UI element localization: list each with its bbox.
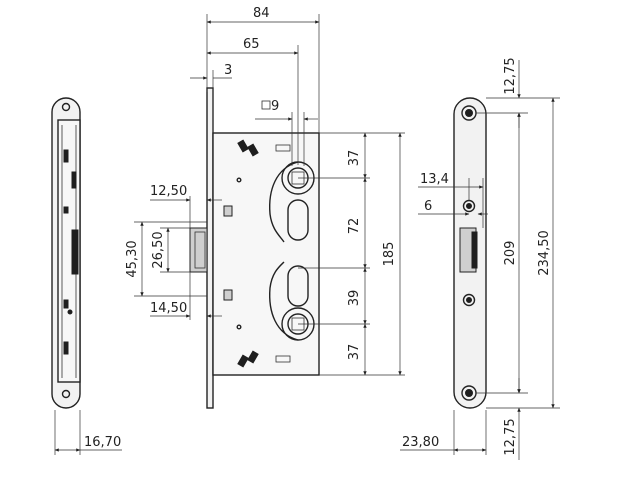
lower-keyhole [287, 265, 309, 307]
label-209: 209 [503, 241, 518, 266]
dim-12-50: 12,50 [150, 184, 222, 228]
dim-26-50: 26,50 [151, 227, 190, 273]
dim-vertical-right: 12,75 209 234,50 12,75 [476, 57, 560, 460]
label-13-4: 13,4 [420, 172, 449, 187]
square-symbol-icon [261, 100, 271, 110]
dim-65: 65 [206, 37, 299, 165]
label-14-50: 14,50 [150, 301, 187, 316]
front-faceplate [206, 87, 214, 409]
dim-13-4: 13,4 [418, 172, 484, 228]
label-12-75-top: 12,75 [503, 57, 518, 94]
label-6: 6 [424, 199, 432, 214]
label-45-30: 45,30 [125, 240, 140, 277]
label-234-50: 234,50 [537, 230, 552, 276]
side-screw-top [61, 102, 71, 112]
dim-14-50: 14,50 [150, 272, 222, 320]
center-lock-view [189, 87, 320, 409]
label-185: 185 [382, 242, 397, 267]
lock-case [212, 132, 320, 376]
label-12-50: 12,50 [150, 184, 187, 199]
latch-bolt [189, 227, 208, 273]
lock-hole-top [462, 199, 476, 213]
dim-3: 3 [190, 63, 232, 133]
left-side-view [51, 97, 81, 409]
label-3: 3 [224, 63, 232, 78]
side-screw-bottom [61, 389, 71, 399]
label-84: 84 [253, 6, 270, 21]
label-9: 9 [271, 99, 279, 114]
dim-45-30: 45,30 [125, 221, 207, 297]
label-37-top: 37 [347, 150, 362, 167]
label-65: 65 [243, 37, 260, 52]
label-72: 72 [347, 218, 362, 235]
dim-column-right: 37 72 39 37 185 [298, 132, 405, 376]
lower-cam [269, 261, 299, 341]
dim-23-80: 23,80 [400, 410, 487, 455]
dim-9: 9 [255, 99, 318, 166]
dim-16-70: 16,70 [54, 410, 122, 455]
label-26-50: 26,50 [151, 231, 166, 268]
dim-6: 6 [418, 199, 488, 216]
upper-keyhole [287, 199, 309, 241]
lock-hole-bottom [462, 293, 476, 307]
label-39: 39 [347, 290, 362, 307]
label-37-bottom: 37 [347, 344, 362, 361]
label-12-75-bottom: 12,75 [503, 418, 518, 455]
label-23-80: 23,80 [402, 435, 439, 450]
upper-cam [269, 161, 299, 243]
right-faceplate-view [453, 97, 487, 409]
label-16-70: 16,70 [84, 435, 121, 450]
